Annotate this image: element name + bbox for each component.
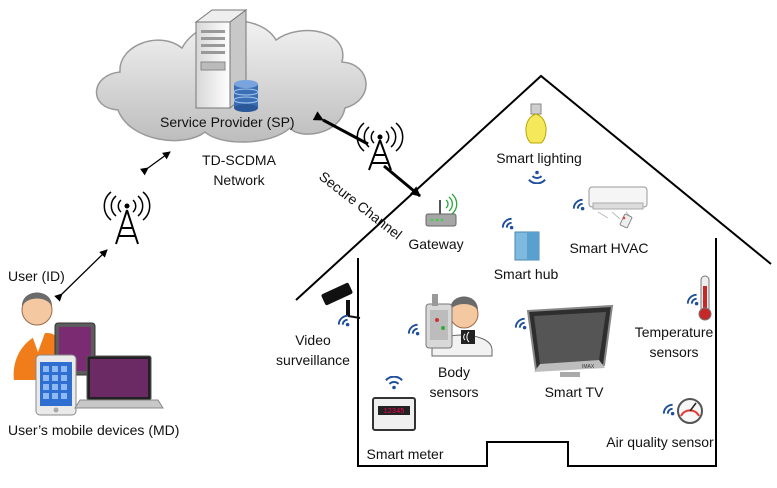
bulb-icon [525,103,547,144]
smart-lighting-label: Smart lighting [496,150,582,166]
smart-meter-label: Smart meter [366,446,444,462]
body-sensors-label-line1: Body [438,364,470,380]
video-surveillance-label-line2: surveillance [276,352,350,368]
laptop-icon [74,355,164,409]
hub-icon [514,231,540,261]
wifi-icon [572,198,585,211]
temperature-sensors-label-line1: Temperature [634,324,714,340]
smart-hvac-label: Smart HVAC [569,240,649,256]
camera-icon [321,282,361,319]
body-sensor-icon [425,294,453,349]
wifi-icon [385,376,403,390]
smart-tv-label: Smart TV [544,384,604,400]
air-conditioner-icon [588,186,648,229]
network-label-line2: Network [213,172,265,188]
air-quality-label: Air quality sensor [606,434,714,450]
temperature-sensors-label-line2: sensors [649,344,699,360]
smart-hub-label: Smart hub [493,266,559,282]
wifi-icon [337,314,350,327]
gateway-label: Gateway [408,236,464,252]
wifi-icon [407,323,420,336]
video-surveillance-label-line1: Video [295,332,331,348]
tv-brand-text: IMAX [582,364,595,370]
gauge-icon [677,398,703,424]
wifi-icon [501,217,514,230]
wifi-icon [662,403,675,416]
mobile-devices-label: User’s mobile devices (MD) [8,422,180,438]
meter-reading: 12345 [383,408,404,416]
user-id-label: User (ID) [8,268,65,284]
antenna-icon [356,122,404,171]
tv-icon: IMAX [526,304,614,377]
meter-icon: 12345 [372,397,416,431]
house-outline [295,74,772,467]
database-icon [233,80,259,112]
nfc-icon [461,330,475,344]
network-label-line1: TD-SCDMA [202,152,276,168]
wifi-icon [514,317,527,330]
router-icon [425,193,458,227]
wifi-icon [686,293,699,306]
wifi-icon [528,170,546,184]
thermometer-icon [698,275,712,321]
body-sensors-label-line2: sensors [429,384,479,400]
antenna-icon [103,191,151,245]
phone-icon [35,354,77,416]
server-icon [194,9,248,110]
service-provider-label: Service Provider (SP) [160,114,295,130]
